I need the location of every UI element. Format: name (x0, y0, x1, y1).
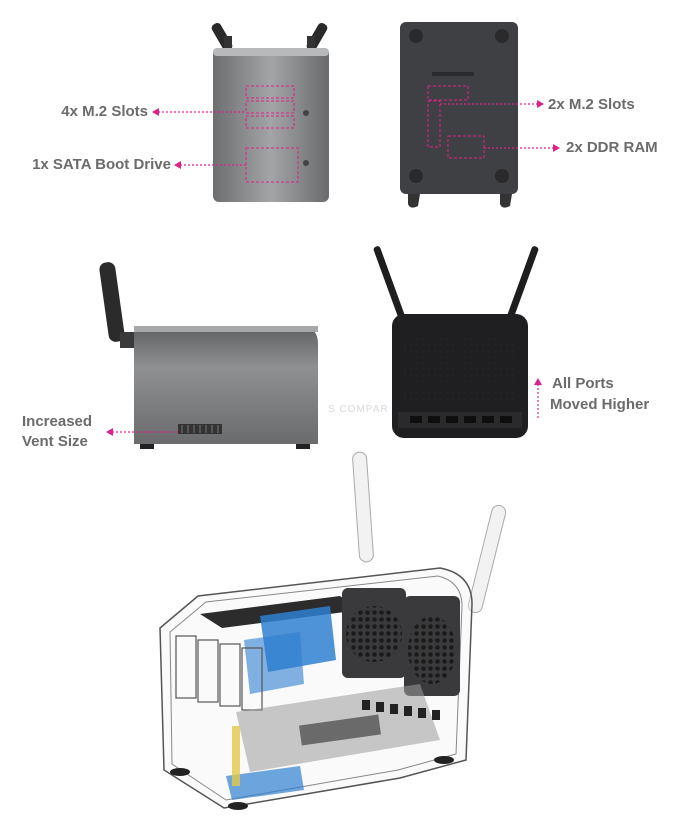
device-rear-view (373, 246, 542, 438)
label-sata-boot-drive: 1x SATA Boot Drive (32, 156, 171, 173)
watermark: S COMPAR (328, 404, 389, 415)
label-4x-m2-slots: 4x M.2 Slots (61, 103, 148, 120)
label-2x-m2-slots: 2x M.2 Slots (548, 96, 635, 113)
label-2x-ddr-ram: 2x DDR RAM (566, 139, 658, 156)
label-all-ports-line1: All Ports (552, 375, 614, 392)
device-side-view (99, 262, 318, 449)
device-internal-render (159, 451, 507, 810)
label-increased-vent-line1: Increased (22, 413, 93, 430)
device-bottom-view (400, 22, 560, 208)
label-increased-vent-line2: Vent Size (22, 433, 88, 450)
device-front-view (152, 22, 329, 202)
label-all-ports-line2: Moved Higher (550, 396, 650, 413)
